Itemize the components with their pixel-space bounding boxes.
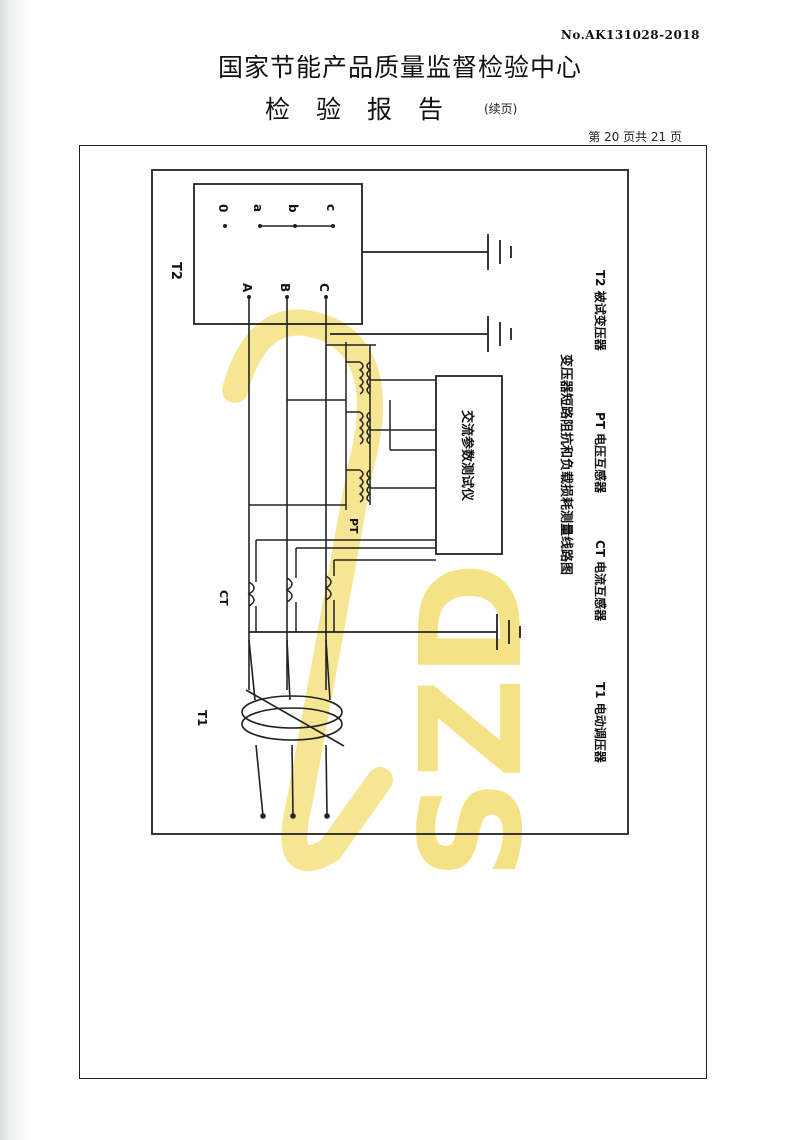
terminal-A: A [240,283,254,293]
instrument-label: 交流参数测试仪 [459,410,475,502]
organization-title: 国家节能产品质量监督检验中心 [217,53,582,82]
terminal-B: B [278,283,292,292]
ground-symbol-3 [249,614,521,650]
ground-symbol-2 [330,316,512,352]
primary-terminals: A B C [240,283,331,299]
t1-label: T1 [195,710,209,727]
content-frame [79,145,707,1079]
pt-label: PT [347,518,360,534]
legend-t1: T1 电动调压器 [593,682,608,764]
t2-transformer-box [193,183,363,325]
page-number: 第 20 页共 21 页 [588,130,682,144]
secondary-terminals: 0 a b c [216,204,338,228]
terminal-c: c [324,204,338,211]
ct-label: CT [217,590,230,606]
t1-regulator [241,639,345,819]
legend-ct: CT 电流互感器 [593,540,608,622]
report-number: No.AK131028-2018 [560,28,700,42]
terminal-C: C [317,283,331,292]
legend-pt: PT 电压互感器 [593,412,608,494]
phase-lines [248,297,327,690]
pt-voltage-transformers [249,342,436,510]
terminal-a: a [251,204,265,212]
diagram-title: 变压器短路阻抗和负载损耗测量线路图 [558,354,574,575]
continued-label: (续页) [484,102,518,116]
terminal-b: b [286,204,300,213]
diagram-frame [151,169,629,835]
terminal-0: 0 [216,204,230,212]
ground-symbol-1 [362,234,512,270]
watermark-text: SZD [391,561,554,880]
ct-current-transformers [247,539,436,632]
watermark-logo: SZD [222,309,554,880]
instrument-box [435,375,503,555]
legend-t2: T2 被试变压器 [593,270,608,352]
t2-label: T2 [168,262,183,280]
report-title: 检验报告 [265,95,470,124]
